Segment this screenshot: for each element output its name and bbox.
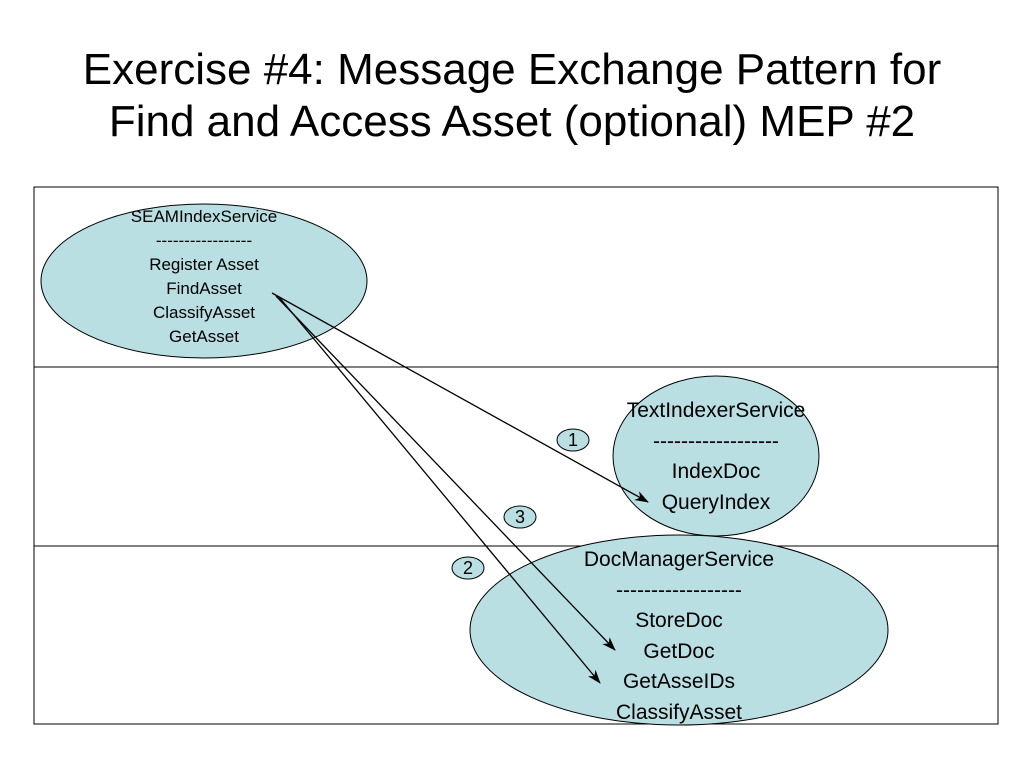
doc-manager-op-storedoc: StoreDoc [635,609,723,632]
step-1-label: 1 [567,430,578,450]
seam-index-op-register-asset: Register Asset [149,255,259,274]
seam-index-service-divider: ----------------- [155,231,253,250]
step-2-oval [451,556,485,580]
arrow-3-findasset-to-getdoc [275,295,616,651]
doc-manager-service-ellipse [469,534,889,726]
seam-index-service-ellipse [40,203,368,359]
seam-index-op-getasset: GetAsset [169,327,239,346]
slide-title: Exercise #4: Message Exchange Pattern fo… [40,44,984,148]
title-line-2: Find and Access Asset (optional) MEP #2 [108,97,916,146]
text-indexer-op-queryindex: QueryIndex [661,490,771,514]
arrow-2-findasset-to-getasseids [278,296,601,684]
step-3-oval [503,505,537,529]
doc-manager-op-getdoc: GetDoc [643,639,715,663]
doc-manager-op-classifyasset: ClassifyAsset [615,700,743,724]
doc-manager-op-getasseids: GetAsseIDs [622,670,736,693]
arrow-1-findasset-to-queryindex [271,292,649,503]
doc-manager-service: DocManagerService ------------------ Sto… [559,545,799,728]
step-3-label: 3 [514,507,525,527]
step-2-label: 2 [462,558,473,578]
text-indexer-op-indexdoc: IndexDoc [671,460,761,483]
step-1-oval [556,428,590,452]
text-indexer-service: TextIndexerService ------------------ In… [594,396,838,518]
doc-manager-service-divider: ------------------ [616,578,742,602]
seam-index-service-name: SEAMIndexService [130,207,278,226]
seam-index-op-findasset: FindAsset [166,279,242,298]
text-indexer-service-divider: ------------------ [653,429,779,453]
doc-manager-service-name: DocManagerService [583,548,775,571]
seam-index-service: SEAMIndexService ----------------- Regis… [94,205,314,349]
seam-index-op-classifyasset: ClassifyAsset [152,303,256,322]
title-line-1: Exercise #4: Message Exchange Pattern fo… [82,45,942,94]
text-indexer-service-name: TextIndexerService [626,399,806,422]
